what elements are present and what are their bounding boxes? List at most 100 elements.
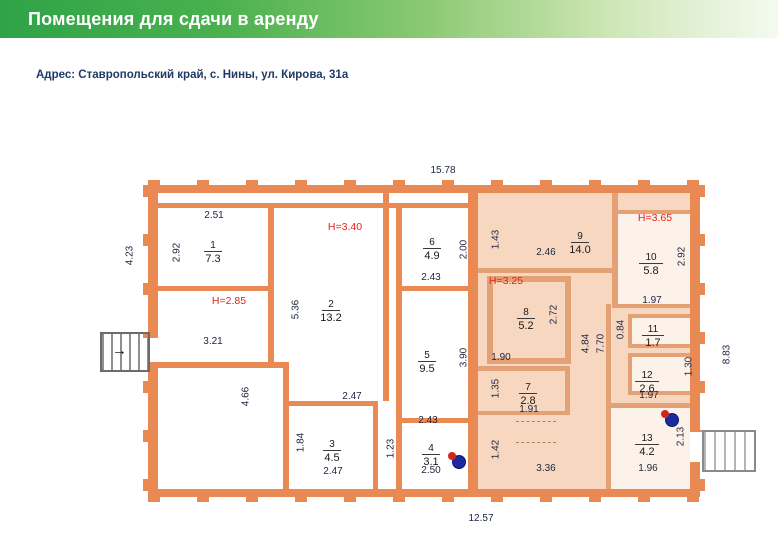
dim-room8-height: 2.72: [548, 304, 560, 325]
room-10-interior: [618, 214, 690, 304]
room-8-number: 8: [517, 307, 535, 319]
room-7-label: 7 2.8: [508, 377, 548, 407]
wall-segment: [606, 403, 690, 408]
address-line: Адрес: Ставропольский край, с. Нины, ул.…: [36, 69, 349, 81]
room-2-number: 2: [322, 299, 340, 311]
room-2-label: 2 13.2: [311, 294, 351, 324]
room-4-label: 4 3.1: [411, 438, 451, 468]
wall-segment: [156, 286, 274, 291]
dim-open-height: 1.42: [490, 439, 502, 460]
wall-segment: [487, 358, 571, 364]
wall-pilasters: [700, 185, 705, 497]
wall-segment: [628, 353, 690, 357]
wall-segment: [690, 185, 700, 497]
wall-segment: [478, 268, 618, 273]
dim-room1-height: 2.92: [171, 242, 183, 263]
height-label-right-zone: Н=3.65: [637, 212, 673, 224]
wall-segment: [396, 418, 474, 423]
wall-segment: [383, 193, 389, 401]
wall-segment: [396, 203, 402, 489]
dim-open-width: 3.36: [536, 463, 556, 474]
height-label-vestibule: Н=2.85: [211, 295, 247, 307]
room-12-interior: [632, 357, 690, 391]
dim-room9-height: 1.43: [490, 229, 502, 250]
wall-segment: [148, 185, 700, 193]
staircase: →: [100, 332, 150, 372]
wall-segment: [283, 362, 289, 489]
room-11-label: 11 1.7: [633, 319, 673, 349]
room-12-number: 12: [635, 370, 659, 382]
wall-segment: [148, 489, 700, 497]
room-9-label: 9 14.0: [560, 226, 600, 256]
dim-room2-height: 5.36: [290, 299, 302, 320]
room-1-area: 7.3: [205, 252, 221, 265]
dim-room12-width: 1.97: [639, 390, 659, 401]
dim-room1-width: 2.51: [204, 210, 224, 221]
dim-hall-mid-width: 2.47: [342, 391, 362, 402]
room-5-area: 9.5: [419, 362, 435, 375]
room-8-label: 8 5.2: [506, 302, 546, 332]
room-12-label: 12 2.6: [627, 365, 667, 395]
wall-segment: [628, 353, 632, 395]
dim-room13-height: 2.13: [675, 426, 687, 447]
room-2-area: 13.2: [320, 311, 342, 324]
wall-segment: [606, 304, 611, 489]
wall-segment: [396, 286, 474, 291]
toilet-icon: [448, 452, 466, 469]
room-9-area: 14.0: [569, 243, 591, 256]
room-10-area: 5.8: [643, 264, 659, 277]
wall-segment: [628, 314, 690, 318]
dim-room7-height: 1.35: [490, 378, 502, 399]
room-3-area: 4.5: [324, 451, 340, 464]
dim-room3-height: 1.84: [295, 432, 307, 453]
room-7-area: 2.8: [520, 394, 536, 407]
wall-segment: [268, 203, 274, 367]
side-opening: [690, 432, 705, 462]
room-1-number: 1: [204, 240, 222, 252]
page-header: Помещения для сдачи в аренду: [0, 0, 778, 38]
room-13-label: 13 4.2: [627, 428, 667, 458]
wall-pilasters: [148, 497, 700, 502]
dim-room6-height: 2.00: [458, 239, 470, 260]
dim-room8-width: 1.90: [491, 352, 511, 363]
dim-overall-right: 8.83: [721, 344, 733, 365]
toilet-icon: [661, 410, 679, 427]
room-6-number: 6: [423, 237, 441, 249]
stair-dashes: [516, 421, 556, 443]
room-11-area: 1.7: [645, 336, 661, 349]
room-13-number: 13: [635, 433, 659, 445]
dim-room4-width-top: 2.43: [418, 415, 438, 426]
dim-room12-height: 1.30: [683, 356, 695, 377]
wall-segment: [565, 276, 571, 364]
dim-room4-width-bot: 2.50: [421, 465, 441, 476]
wall-segment: [628, 391, 690, 395]
room-6-label: 6 4.9: [412, 232, 452, 262]
dim-room13-width: 1.96: [638, 463, 658, 474]
room-10-number: 10: [639, 252, 663, 264]
room-4-number: 4: [422, 443, 440, 455]
dim-room7-width: 1.91: [519, 404, 539, 415]
room-4-area: 3.1: [423, 455, 439, 468]
wall-segment: [148, 362, 288, 368]
wall-segment: [478, 366, 570, 371]
height-label-room8: Н=3.25: [488, 275, 524, 287]
wall-segment: [468, 193, 478, 489]
room-6-area: 4.9: [424, 249, 440, 262]
room-11-interior: [632, 318, 690, 344]
room-3-number: 3: [323, 439, 341, 451]
room-3-label: 3 4.5: [312, 434, 352, 464]
dim-overall-bottom: 12.57: [468, 513, 494, 524]
dim-room5-height: 3.90: [458, 347, 470, 368]
wall-segment: [283, 401, 378, 406]
dim-room10-height: 2.92: [676, 246, 688, 267]
height-label-left-zone: Н=3.40: [327, 221, 363, 233]
wall-segment: [612, 304, 690, 308]
dim-room11-height: 0.84: [615, 319, 627, 340]
entrance-arrow-icon: →: [112, 342, 127, 359]
room-8-area: 5.2: [518, 319, 534, 332]
dim-corridor-left: 4.66: [240, 386, 252, 407]
dim-hall-right-1: 4.84: [580, 333, 592, 354]
dim-room10-width: 1.97: [642, 295, 662, 306]
dim-vestibule-width: 3.21: [203, 336, 223, 347]
